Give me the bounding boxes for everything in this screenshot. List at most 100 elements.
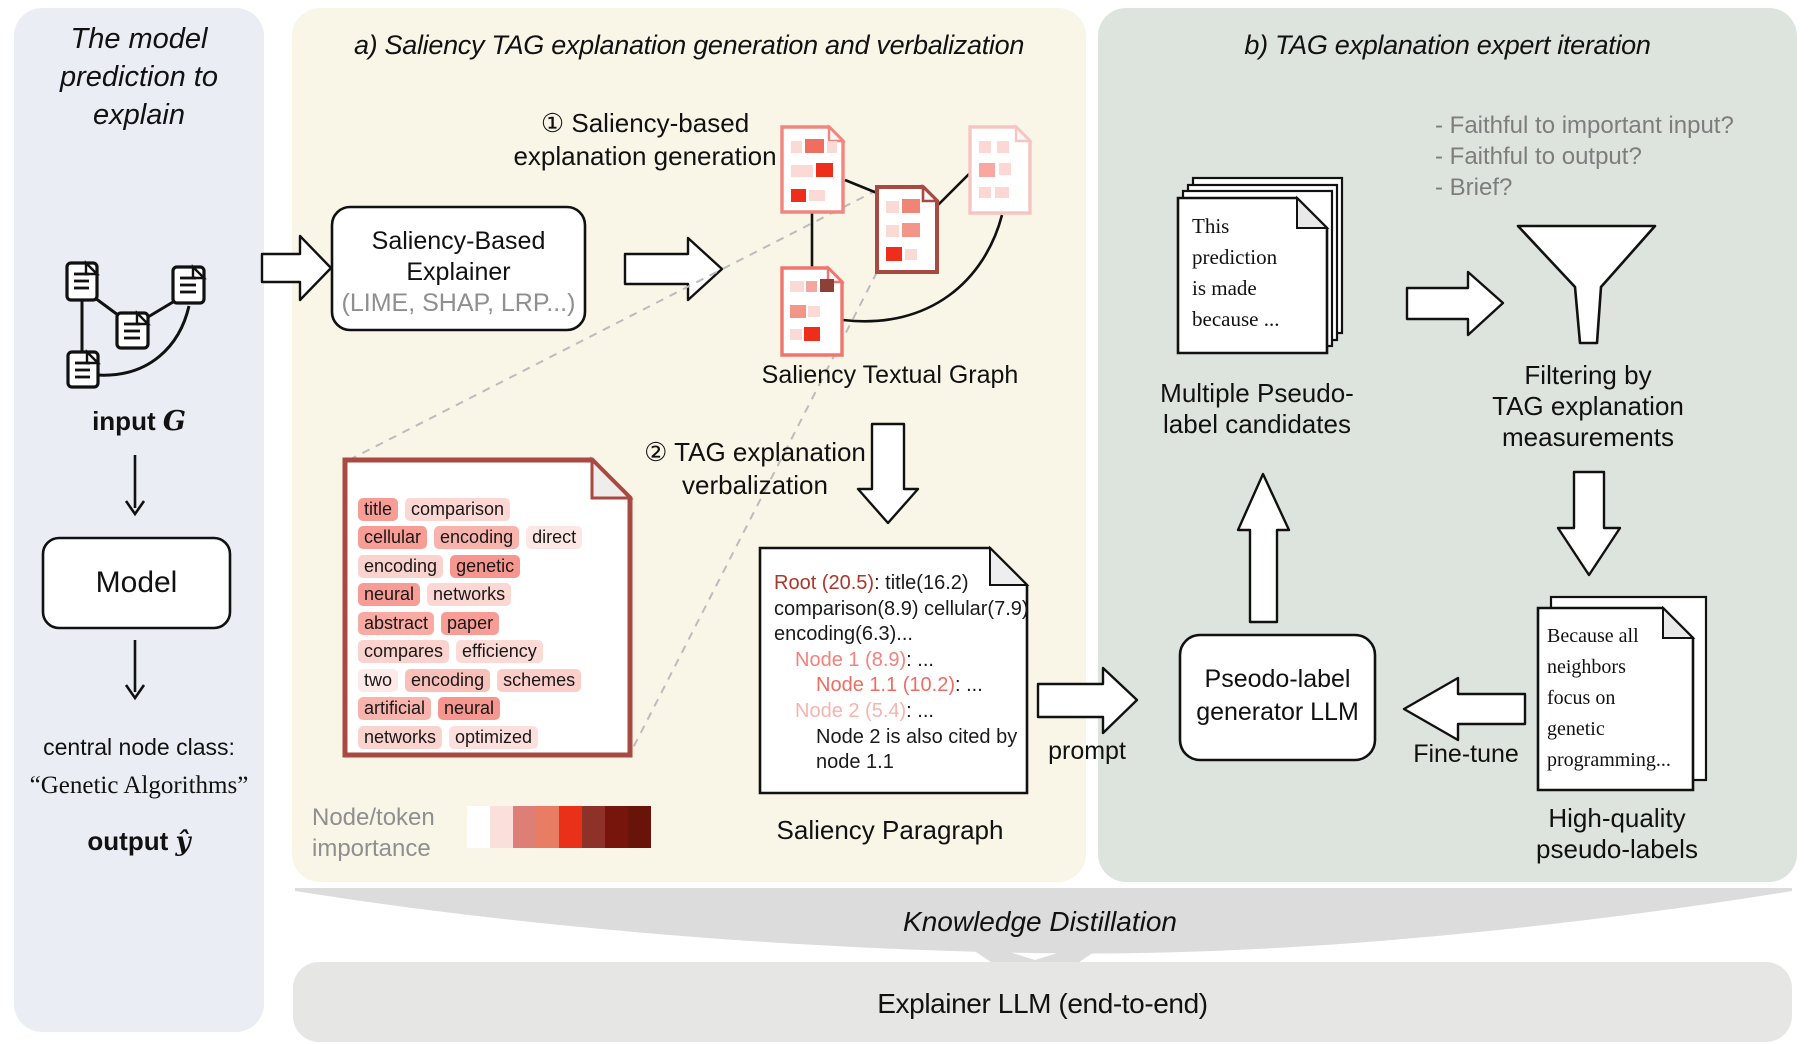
- text-line: measurements: [1502, 422, 1674, 452]
- doc-node-icon: [115, 310, 151, 350]
- paragraph-line: node 1.1: [816, 750, 1024, 776]
- explainer-llm-bar: [293, 962, 1792, 1042]
- model-prediction-panel: [14, 8, 264, 1032]
- paragraph-segment: : ...: [954, 674, 983, 697]
- text-line: because ...: [1192, 307, 1280, 331]
- text-line: The model: [70, 23, 208, 55]
- doc-node-icon: [66, 349, 101, 389]
- doc-node-icon: [171, 264, 207, 305]
- text-line: pseudo-labels: [1536, 834, 1698, 864]
- text-line: explanation generation: [513, 141, 777, 171]
- explainer-line1: Saliency-Based: [371, 227, 546, 255]
- scale-segment: [628, 806, 651, 848]
- flow-arrow-model-to-output: [124, 640, 146, 701]
- text-line: Filtering by: [1524, 360, 1652, 390]
- left-panel-title: The model prediction to explain: [14, 20, 264, 134]
- hq-labels-doc-stack: [1536, 595, 1708, 792]
- scale-segment: [513, 806, 536, 848]
- text-line: verbalization: [682, 470, 828, 500]
- model-box-label: Model: [95, 566, 178, 599]
- text-line: - Faithful to important input?: [1435, 112, 1734, 139]
- knowledge-distillation-label: Knowledge Distillation: [903, 906, 1177, 937]
- panel-a-title: a) Saliency TAG explanation generation a…: [353, 30, 1025, 60]
- word-pill: title: [358, 497, 399, 521]
- panel-b-title: b) TAG explanation expert iteration: [1244, 30, 1651, 60]
- explainer-line2: Explainer: [406, 258, 511, 286]
- output-label-text: output: [87, 826, 169, 856]
- input-graph: [65, 260, 207, 389]
- input-graph-symbol: G: [162, 406, 186, 437]
- arrow-graph-to-paragraph: [856, 422, 920, 525]
- arrow-llm-to-candidates: [1236, 472, 1291, 624]
- saliency-paragraph-text: Root (20.5): title(16.2)comparison(8.9) …: [774, 571, 1029, 776]
- text-line: label candidates: [1163, 409, 1351, 439]
- word-pill: encoding: [405, 668, 491, 692]
- saliency-doc-icon: [780, 265, 845, 357]
- paragraph-segment: : ...: [906, 699, 934, 722]
- model-box: [41, 536, 232, 630]
- scale-segment: [559, 806, 582, 848]
- arrow-input-to-explainer: [260, 234, 333, 302]
- output-label: output ŷ: [14, 826, 264, 857]
- word-pill: efficiency: [456, 640, 543, 664]
- flow-arrow-input-to-model: [124, 455, 146, 517]
- word-pill: abstract: [358, 611, 435, 635]
- word-pill: compares: [358, 640, 450, 664]
- arrow-explainer-to-graph: [623, 236, 724, 302]
- word-pill: encoding: [434, 526, 520, 550]
- text-line: Pseodo-label: [1204, 665, 1351, 693]
- doc-node-icon: [65, 260, 100, 302]
- paragraph-segment: Node 1.1 (10.2): [816, 674, 955, 697]
- paragraph-segment: Node 2 is also cited by: [816, 725, 1018, 748]
- scale-segment: [467, 806, 490, 848]
- paragraph-segment: node 1.1: [816, 751, 894, 774]
- word-pill: encoding: [358, 554, 444, 578]
- text-line: prediction to: [60, 61, 218, 93]
- text-line: importance: [312, 835, 431, 862]
- prediction-class: “Genetic Algorithms”: [29, 772, 249, 799]
- explainer-line3: (LIME, SHAP, LRP...): [341, 289, 576, 317]
- paragraph-segment: : title(16.2): [874, 572, 969, 594]
- text-line: neighbors: [1547, 656, 1626, 678]
- text-line: focus on: [1547, 687, 1616, 709]
- candidate-doc-text: This prediction is made because ...: [1192, 211, 1322, 335]
- text-line: prediction: [1192, 245, 1278, 269]
- input-label: input G: [14, 406, 264, 437]
- scale-segment: [536, 806, 559, 848]
- text-line: - Brief?: [1435, 174, 1513, 201]
- arrow-finetune: [1402, 676, 1527, 742]
- text-line: genetic: [1547, 718, 1605, 740]
- word-pill: two: [358, 668, 399, 692]
- word-pill: networks: [358, 725, 443, 749]
- paragraph-line: comparison(8.9) cellular(7.9): [774, 597, 1029, 623]
- prediction-caption: central node class:: [43, 734, 235, 760]
- llm-box-label: Pseodo-label generator LLM: [1180, 663, 1375, 729]
- arrow-candidates-to-filter: [1405, 270, 1505, 337]
- text-line: explain: [93, 99, 185, 131]
- word-pill: genetic: [450, 554, 521, 578]
- text-line: is made: [1192, 276, 1257, 300]
- scale-segment: [605, 806, 628, 848]
- importance-color-scale: [467, 806, 651, 848]
- paragraph-segment: comparison(8.9) cellular(7.9): [774, 597, 1029, 620]
- text-line: TAG explanation: [1492, 391, 1684, 421]
- paragraph-line: Node 2 is also cited by: [816, 725, 1024, 751]
- prompt-label: prompt: [1048, 737, 1126, 765]
- paragraph-line: Root (20.5): title(16.2): [774, 571, 1024, 597]
- text-line: This: [1192, 214, 1230, 238]
- saliency-doc-icon: [780, 124, 846, 214]
- textual-graph-caption: Saliency Textual Graph: [761, 361, 1019, 389]
- arrow-filter-to-labels: [1556, 470, 1622, 577]
- text-line: generator LLM: [1196, 698, 1359, 726]
- word-pill: direct: [526, 526, 583, 550]
